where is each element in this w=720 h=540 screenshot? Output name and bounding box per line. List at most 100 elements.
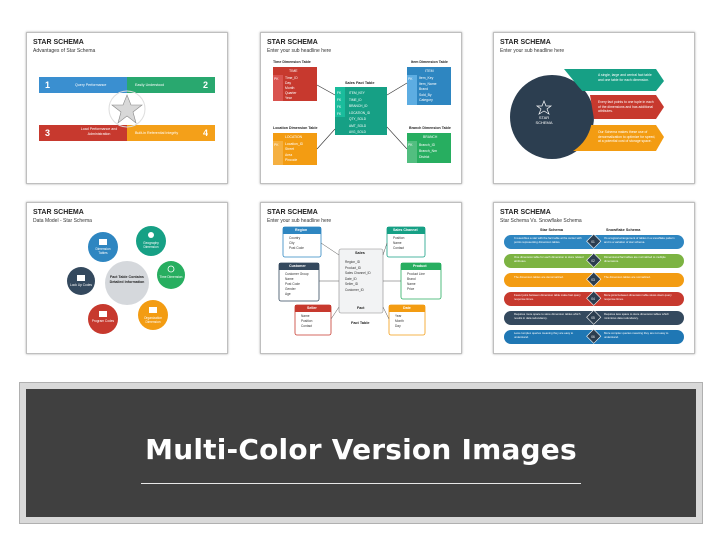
slide-title: STAR SCHEMA: [33, 39, 84, 46]
list-item: Name: [285, 277, 294, 281]
lookup-icon: [77, 275, 85, 281]
advantage-band-2: [127, 77, 215, 93]
list-item: Date_ID: [345, 276, 357, 281]
row-right-text: Dimensional fact tables are normalized t…: [604, 255, 666, 263]
list-item: Day: [395, 324, 401, 328]
list-item: Price: [407, 287, 415, 291]
advantage-label-2: Easily Understood: [135, 83, 165, 87]
star-schema-bands-diagram: [510, 69, 664, 159]
slide-subtitle: Advantages of Star Schema: [33, 48, 96, 54]
list-item: Name: [393, 241, 402, 245]
slide-thumbnail-star-vs-snowflake[interactable]: STAR SCHEMA Star Schema Vs. Snowflake Sc…: [493, 202, 695, 354]
seller-items: Name Position Contact: [301, 314, 312, 329]
banner-underline: [141, 483, 581, 484]
comparison-row: The dimension tables are denormalized. 0…: [508, 275, 684, 287]
row-number: 03: [591, 278, 595, 282]
table-key: FK: [337, 91, 342, 95]
node-label-lookup-codes: Look Up Codes: [70, 283, 92, 287]
band-text-2: Every fact points to one tuple in each o…: [598, 100, 654, 114]
date-items: Year Month Day: [395, 314, 404, 329]
channel-title: Sales Channel: [393, 228, 418, 232]
item-table-pk: PK: [408, 77, 413, 81]
banner-title: Multi-Color Version Images: [145, 433, 577, 466]
item-table-rows: Item_Key Item_Name Brand Sold_By Categor…: [419, 76, 437, 104]
row-left-text: One dimension table for each dimension t…: [514, 255, 584, 263]
node-circle: [136, 226, 166, 256]
column-header-star: Star Schema: [540, 228, 564, 232]
seller-title: Seller: [307, 306, 317, 310]
list-item: Position: [301, 319, 313, 323]
row-left-text: Less complex queries meaning they are ea…: [514, 331, 574, 339]
slide-thumbnail-data-model[interactable]: STAR SCHEMA Data Model - Star Schema Fac…: [26, 202, 228, 354]
time-table-pk: PK: [274, 77, 279, 81]
table-row: Time_ID: [285, 76, 298, 80]
row-left-text: It resembles a star with the fact table …: [514, 236, 582, 244]
slide-thumbnail-advantages[interactable]: STAR SCHEMA Advantages of Star Schema 1 …: [26, 32, 228, 184]
product-title: Product: [413, 264, 427, 268]
list-item: Seller_ID: [345, 282, 359, 287]
list-item: Name: [301, 314, 310, 318]
node-label-time: Time Dimension: [159, 275, 183, 279]
list-item: Customer_ID: [345, 287, 364, 292]
row-left-text: The dimension tables are denormalized.: [514, 275, 564, 279]
comparison-row: Requires more space to store dimension t…: [508, 312, 684, 325]
branch-table-name: BRANCH: [423, 135, 438, 139]
clock-icon: [167, 265, 175, 273]
row-left-text: Requires more space to store dimension t…: [514, 312, 581, 320]
list-item: Sales Channel_ID: [345, 271, 371, 276]
branch-table-pk: PK: [408, 143, 413, 147]
table-row: Location_ID: [285, 142, 304, 146]
advantage-label-4: Built-in Referential Integrity: [135, 131, 179, 135]
table-row: District: [419, 155, 430, 159]
band-2: [590, 95, 664, 119]
node-label-program-codes: Program Codes: [91, 319, 115, 323]
advantage-label-1: Query Performance: [75, 83, 107, 87]
table-icon: [99, 239, 107, 245]
list-item: Contact: [301, 324, 312, 328]
advantage-number-3: 3: [45, 128, 51, 138]
item-table-heading: Item Dimension Table: [411, 60, 448, 64]
comparison-row: One dimension table for each dimension t…: [508, 255, 684, 268]
slide-thumbnail-dimension-tables[interactable]: STAR SCHEMA Enter your sub headline here…: [260, 32, 462, 184]
list-item: Post Code: [289, 246, 304, 250]
row-right-text: More joins between dimension table slows…: [604, 293, 672, 301]
advantage-number-4: 4: [203, 128, 209, 138]
list-item: City: [289, 241, 295, 245]
slide-thumbnail-sales-star[interactable]: STAR SCHEMA Enter your sub headline here…: [260, 202, 462, 354]
slide-title: STAR SCHEMA: [500, 39, 551, 46]
data-model-diagram: [67, 226, 185, 334]
advantages-diagram: [39, 77, 215, 141]
row-right-text: Requires less space to store dimension t…: [604, 312, 669, 320]
table-row: ITEM_KEY: [349, 91, 365, 95]
list-item: Product_ID: [345, 265, 361, 270]
slide-thumbnail-star-schema-bands[interactable]: STAR SCHEMA Enter your sub headline here…: [493, 32, 695, 184]
slide-title: STAR SCHEMA: [267, 209, 318, 216]
row-number: 01: [591, 240, 595, 244]
advantage-label-3: Load Performance and Administration: [80, 127, 118, 136]
table-row: Item_Key: [419, 76, 434, 80]
advantage-number-1: 1: [45, 80, 51, 90]
slide-subtitle: Enter your sub headline here: [267, 48, 332, 54]
list-item: Customer Group: [285, 272, 309, 276]
center-text: Fact Table Contains Detailed Information: [109, 275, 145, 284]
list-item: Gender: [285, 287, 296, 291]
table-row: BRANCH_ID: [349, 104, 368, 108]
table-key: FK: [337, 112, 342, 116]
list-item: Name: [407, 282, 416, 286]
node-label-organization: Organization Dimension: [143, 316, 163, 324]
time-table-rows: Time_ID Day Month Quarter Year: [285, 76, 298, 101]
row-number: 06: [591, 335, 595, 339]
banner: Multi-Color Version Images: [26, 389, 696, 517]
slide-title: STAR SCHEMA: [267, 39, 318, 46]
customer-items: Customer Group Name Post Code Gender Age: [285, 272, 309, 297]
band-3: [566, 125, 664, 151]
table-row: AMT_SOLD: [349, 123, 367, 128]
advantage-band-3: [39, 125, 127, 141]
column-header-snowflake: Snowflake Schema: [606, 228, 641, 232]
list-item: Product Line: [407, 272, 425, 276]
list-item: Year: [395, 314, 402, 318]
slide-subtitle: Enter your sub headline here: [500, 48, 565, 54]
table-row: Month: [285, 86, 295, 90]
sales-title: Sales: [355, 251, 365, 255]
table-row: Category: [419, 98, 433, 103]
